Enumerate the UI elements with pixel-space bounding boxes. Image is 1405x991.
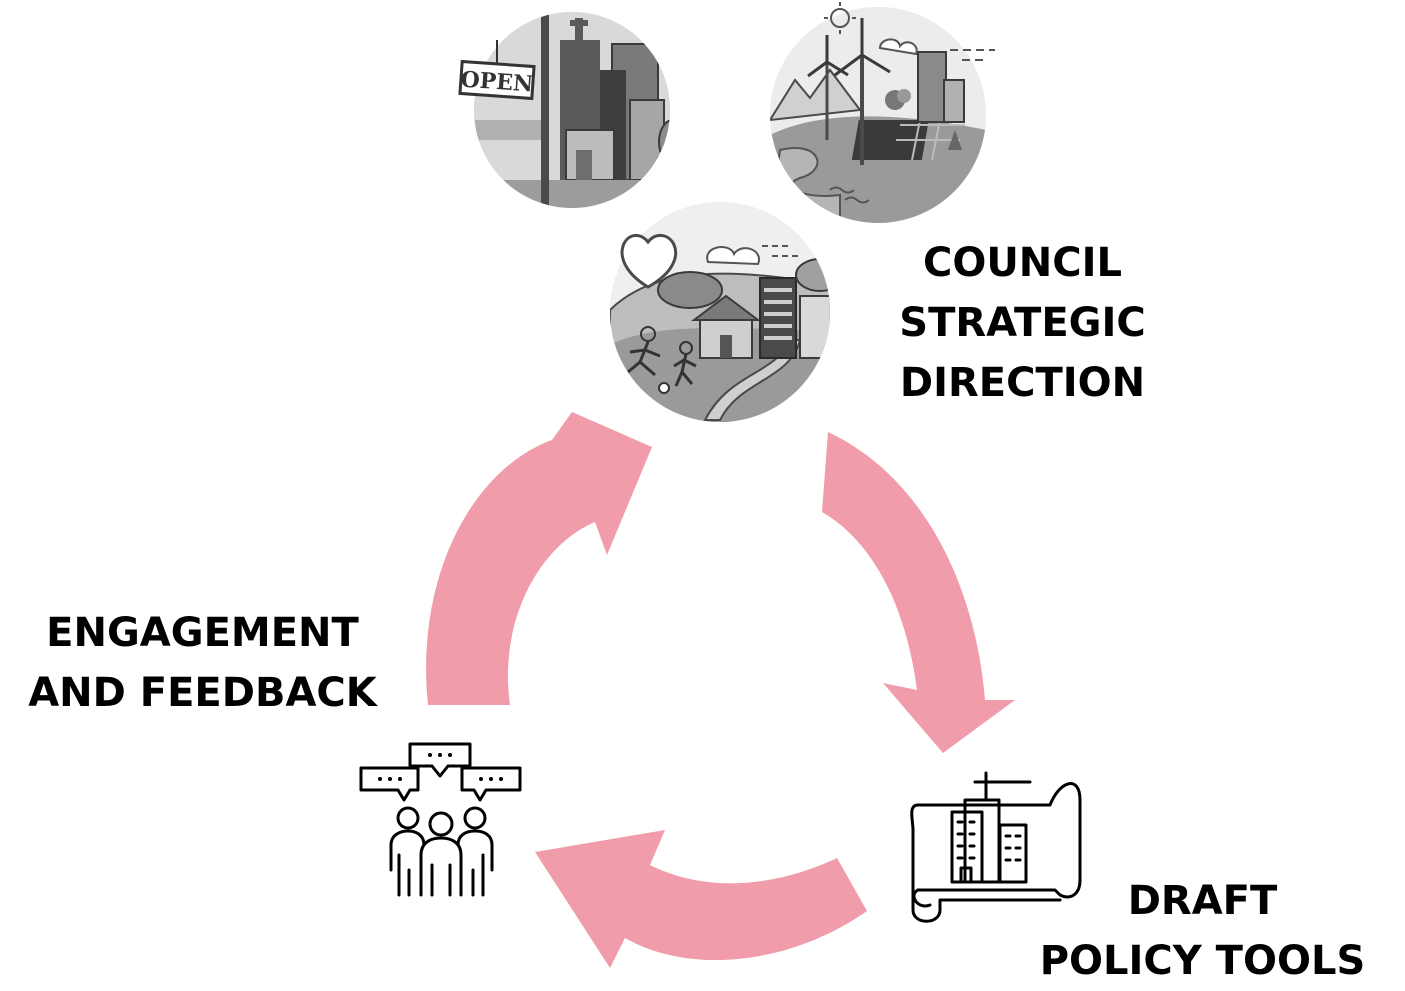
arrow-engagement-to-council — [426, 412, 652, 705]
council-label-line-3: DIRECTION — [899, 360, 1146, 406]
arrow-draft-to-engagement — [535, 830, 867, 968]
council-label-line-1: COUNCIL — [922, 240, 1123, 286]
open-sign-text: OPEN — [460, 66, 534, 97]
city-storefront-illustration: OPEN — [458, 12, 670, 208]
cycle-arrows — [426, 412, 1015, 968]
draft-policy-tools-label: DRAFT POLICY TOOLS — [1030, 871, 1375, 991]
community-park-illustration — [610, 202, 830, 422]
engagement-label-line-2: AND FEEDBACK — [28, 670, 377, 716]
draft-label-line-1: DRAFT — [1127, 878, 1278, 924]
engagement-label-line-1: ENGAGEMENT — [46, 610, 359, 656]
people-discussion-icon — [359, 742, 522, 897]
council-strategic-direction-label: COUNCIL STRATEGIC DIRECTION — [890, 233, 1155, 413]
engagement-feedback-label: ENGAGEMENT AND FEEDBACK — [15, 603, 390, 723]
council-label-line-2: STRATEGIC — [899, 300, 1146, 346]
blueprint-building-icon — [910, 771, 1082, 923]
arrow-council-to-draft — [822, 432, 1015, 753]
renewable-energy-illustration — [770, 2, 995, 223]
draft-label-line-2: POLICY TOOLS — [1039, 938, 1366, 984]
